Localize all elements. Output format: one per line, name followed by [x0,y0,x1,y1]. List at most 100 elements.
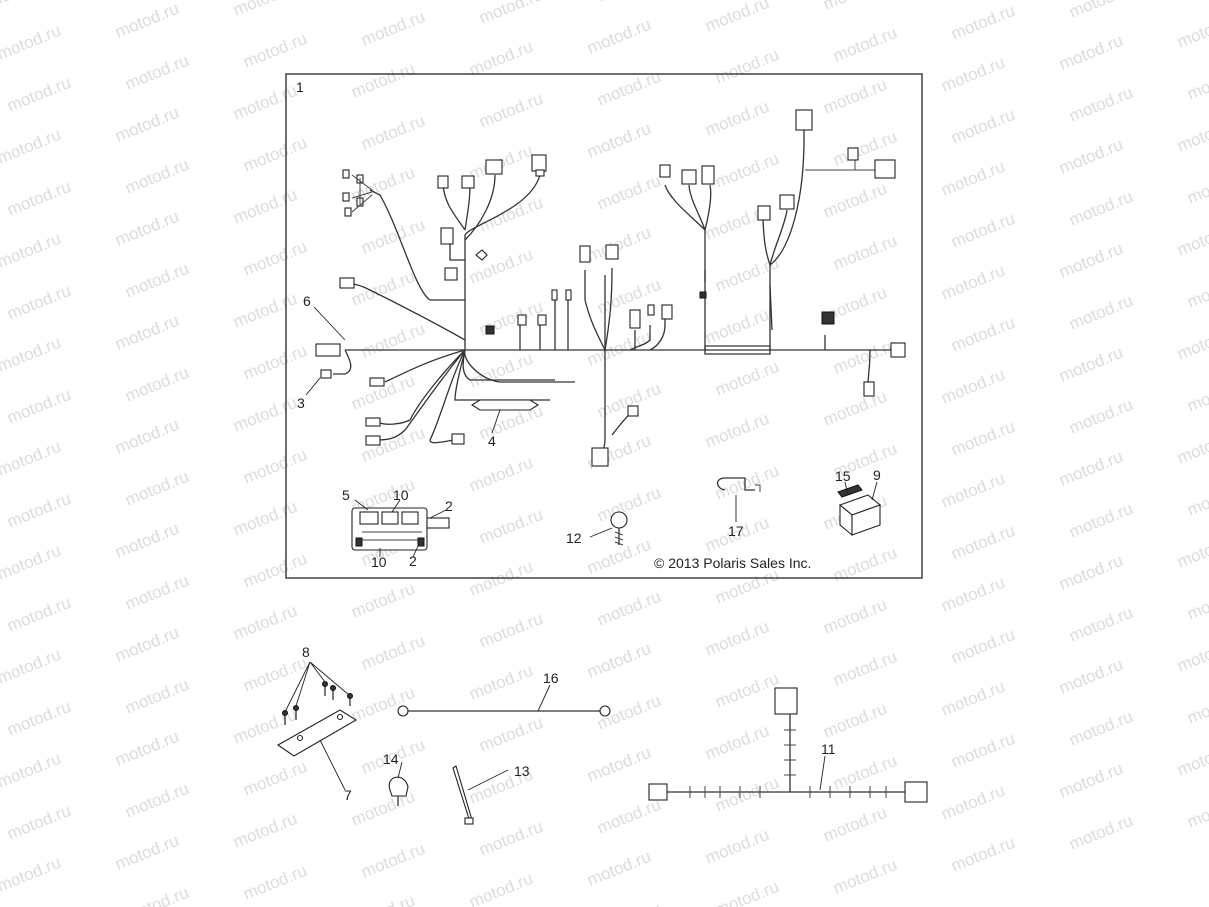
leader-lines [284,306,878,791]
watermark-text: motod.ru [702,97,771,140]
watermark-text: motod.ru [476,505,545,548]
screws-8 [282,681,353,725]
watermark-text: motod.ru [230,601,299,644]
watermark-text: motod.ru [584,15,653,58]
watermark-text: motod.ru [830,751,899,794]
watermark-text: motod.ru [466,661,535,704]
watermark-text: motod.ru [1174,113,1209,156]
watermark-text: motod.ru [4,385,73,428]
cable-tie [452,765,474,825]
callout-4: 4 [488,433,496,449]
watermark-text: motod.ru [948,625,1017,668]
watermark-text: motod.ru [948,1,1017,44]
watermark-text: motod.ru [820,803,889,846]
watermark-text: motod.ru [240,653,309,696]
watermark-text: motod.ru [348,579,417,622]
watermark-text: motod.ru [0,21,64,64]
watermark-text: motod.ru [594,795,663,838]
watermark-text: motod.ru [584,119,653,162]
watermark-text: motod.ru [1056,31,1125,74]
watermark-text: motod.ru [948,833,1017,876]
watermark-text: motod.ru [830,647,899,690]
watermark-text: motod.ru [4,73,73,116]
watermark-text: motod.ru [1184,685,1209,728]
watermark-text: motod.ru [112,623,181,666]
callout-2-bottom: 2 [409,553,417,569]
watermark-text: motod.ru [0,645,64,688]
watermark-text: motod.ru [702,825,771,868]
watermark-text: motod.ru [1056,135,1125,178]
relay-block [837,484,882,537]
watermark-text: motod.ru [702,721,771,764]
watermark-text: motod.ru [712,45,781,88]
watermark-text: motod.ru [948,313,1017,356]
watermark-text: motod.ru [122,883,191,907]
watermark-text: motod.ru [230,497,299,540]
watermark-text: motod.ru [938,677,1007,720]
watermark-text: motod.ru [0,749,64,792]
watermark-text: motod.ru [594,171,663,214]
watermark-text: motod.ru [1066,499,1135,542]
ground-strap [397,705,611,717]
watermark-text: motod.ru [712,877,781,907]
watermark-text: motod.ru [1066,603,1135,646]
watermark-text: motod.ru [712,773,781,816]
watermark-text: motod.ru [712,565,781,608]
watermark-text: motod.ru [938,157,1007,200]
watermark-text: motod.ru [476,609,545,652]
watermark-text: motod.ru [594,899,663,907]
watermark-text: motod.ru [122,259,191,302]
watermark-text: motod.ru [702,305,771,348]
watermark-text: motod.ru [702,617,771,660]
watermark-text: motod.ru [476,89,545,132]
watermark-text: motod.ru [584,327,653,370]
watermark-text: motod.ru [594,483,663,526]
watermark-text: motod.ru [230,185,299,228]
watermark-text: motod.ru [830,231,899,274]
watermark-text: motod.ru [1184,165,1209,208]
callout-7: 7 [344,787,352,803]
watermark-text: motod.ru [1174,9,1209,52]
watermark-text: motod.ru [584,223,653,266]
copyright-text: © 2013 Polaris Sales Inc. [654,555,811,571]
watermark-text: motod.ru [1066,187,1135,230]
watermark-text: motod.ru [820,595,889,638]
watermark-text: motod.ru [820,387,889,430]
watermark-text: motod.ru [358,7,427,50]
watermark-text: motod.ru [240,133,309,176]
watermark-text: motod.ru [1174,321,1209,364]
watermark-text: motod.ru [240,445,309,488]
watermark-text: motod.ru [1174,633,1209,676]
watermark-text: motod.ru [948,209,1017,252]
callout-5: 5 [342,487,350,503]
watermark-text: motod.ru [4,593,73,636]
watermark-text: motod.ru [476,817,545,860]
watermark-text: motod.ru [112,831,181,874]
watermark-text: motod.ru [1184,373,1209,416]
callout-6: 6 [303,293,311,309]
watermark-text: motod.ru [466,37,535,80]
watermark-text: motod.ru [240,861,309,904]
watermark-text: motod.ru [240,29,309,72]
watermark-text: motod.ru [4,489,73,532]
watermark-text: motod.ru [1174,529,1209,572]
callout-9: 9 [873,467,881,483]
watermark-text: motod.ru [1184,581,1209,624]
watermark-text: motod.ru [712,669,781,712]
watermark-text: motod.ru [476,193,545,236]
watermark-text: motod.ru [1174,217,1209,260]
watermark-text: motod.ru [1066,707,1135,750]
watermark-text: motod.ru [122,571,191,614]
watermark-text: motod.ru [230,81,299,124]
watermark-text: motod.ru [1066,811,1135,854]
watermark-text: motod.ru [1056,759,1125,802]
watermark-text: motod.ru [0,333,64,376]
callout-12: 12 [566,530,582,546]
watermark-text: motod.ru [820,75,889,118]
callout-16: 16 [543,670,559,686]
watermark-text: motod.ru [0,853,64,896]
watermark-text: motod.ru [1066,83,1135,126]
watermark-text: motod.ru [230,289,299,332]
watermark-text: motod.ru [240,757,309,800]
